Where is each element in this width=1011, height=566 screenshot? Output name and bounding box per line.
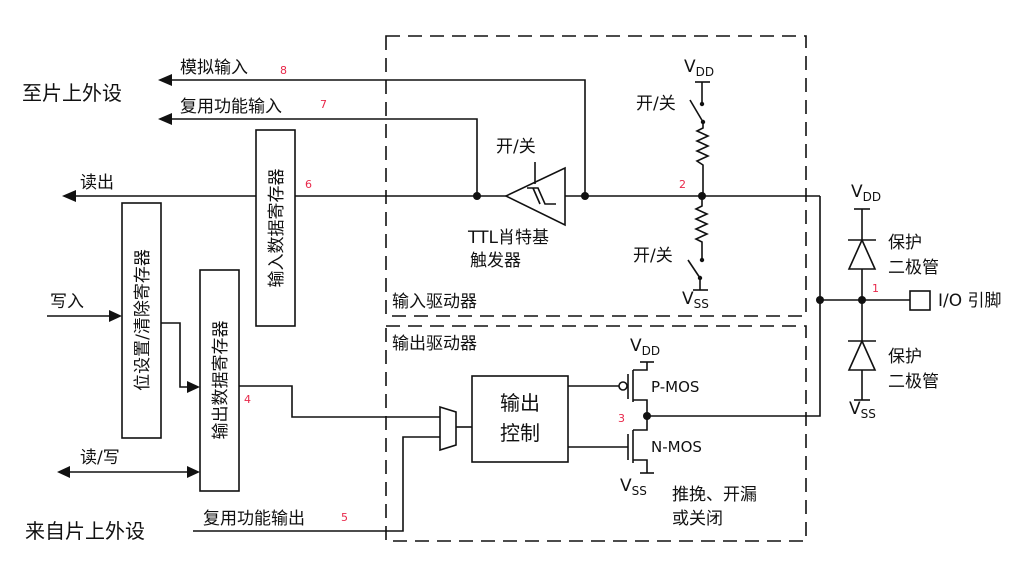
marker-6: 6 bbox=[305, 178, 312, 191]
ss-sub: SS bbox=[632, 484, 647, 498]
marker-7: 7 bbox=[320, 98, 327, 111]
output-data-register bbox=[199, 269, 240, 492]
read-write-label: 读/写 bbox=[80, 448, 120, 468]
arrow-right-icon bbox=[187, 466, 200, 478]
io-pin-pad[interactable] bbox=[909, 290, 931, 311]
analog-input-label: 模拟输入 bbox=[180, 58, 248, 78]
pulldown-switch bbox=[687, 259, 701, 279]
pmos-gate-bubble bbox=[618, 381, 628, 391]
protection-label-2: 二极管 bbox=[888, 258, 939, 278]
dd-sub: DD bbox=[696, 65, 714, 79]
output-control-label-1: 输出 bbox=[500, 391, 540, 415]
marker-4: 4 bbox=[244, 393, 251, 406]
output-control-block bbox=[471, 375, 569, 463]
read-out-label: 读出 bbox=[80, 173, 114, 193]
arrow-icon bbox=[109, 310, 122, 322]
v-text: V bbox=[851, 182, 863, 202]
alt-output-wire bbox=[193, 436, 440, 532]
input-driver-title: 输入驱动器 bbox=[392, 292, 477, 312]
dd-sub: DD bbox=[863, 190, 881, 204]
protection-label-2: 二极管 bbox=[888, 372, 939, 392]
set-reset-to-odr-wire bbox=[161, 322, 190, 388]
output-data-register-label: 输出数据寄存器 bbox=[211, 321, 231, 440]
output-driver-box bbox=[385, 325, 807, 542]
marker-1: 1 bbox=[872, 282, 879, 295]
switch-contact bbox=[699, 257, 705, 263]
alt-input-wire bbox=[170, 118, 478, 196]
output-driver-title: 输出驱动器 bbox=[392, 334, 477, 354]
to-peripheral-label: 至片上外设 bbox=[22, 81, 122, 105]
input-driver-box bbox=[385, 35, 807, 317]
hysteresis-icon bbox=[527, 187, 556, 205]
hysteresis-icon-part bbox=[532, 187, 541, 205]
pulldown-resistor bbox=[694, 196, 709, 260]
marker-3: 3 bbox=[618, 412, 625, 425]
arrow-icon bbox=[187, 381, 200, 393]
upper-protection-diode bbox=[847, 238, 877, 270]
vdd-label: VDD bbox=[851, 182, 881, 204]
vss-label: VSS bbox=[849, 399, 876, 421]
pulldown-switch-label: 开/关 bbox=[633, 246, 673, 266]
wire bbox=[633, 459, 648, 473]
odr-to-mux-wire bbox=[239, 385, 440, 418]
output-mode-label-2: 或关闭 bbox=[672, 509, 723, 529]
trigger-switch-label: 开/关 bbox=[496, 137, 536, 157]
vss-label: VSS bbox=[682, 289, 709, 311]
ss-sub: SS bbox=[861, 407, 876, 421]
nmos-label: N-MOS bbox=[651, 438, 702, 456]
pullup-switch-label: 开/关 bbox=[636, 94, 676, 114]
alt-output-label: 复用功能输出 bbox=[203, 509, 305, 529]
v-text: V bbox=[684, 57, 696, 77]
v-text: V bbox=[620, 476, 632, 496]
output-mode-label-1: 推挽、开漏 bbox=[672, 485, 757, 505]
marker-2: 2 bbox=[679, 178, 686, 191]
output-control-label-2: 控制 bbox=[500, 421, 540, 445]
input-data-register-label: 输入数据寄存器 bbox=[267, 169, 287, 288]
arrow-icon bbox=[158, 74, 172, 86]
trigger-label-1: TTL肖特基 bbox=[467, 228, 549, 248]
marker-5: 5 bbox=[341, 511, 348, 524]
from-peripheral-label: 来自片上外设 bbox=[25, 519, 145, 543]
pin-bus-wire bbox=[647, 196, 821, 417]
pmos-label: P-MOS bbox=[651, 378, 699, 396]
arrow-left-icon bbox=[57, 466, 70, 478]
arrow-icon bbox=[62, 190, 76, 202]
v-text: V bbox=[849, 399, 861, 419]
ss-sub: SS bbox=[694, 297, 709, 311]
io-pin-label: I/O 引脚 bbox=[938, 291, 1002, 311]
write-label: 写入 bbox=[50, 292, 84, 312]
wire bbox=[633, 362, 648, 371]
protection-label-1: 保护 bbox=[888, 233, 922, 253]
marker-8: 8 bbox=[280, 64, 287, 77]
analog-input-wire bbox=[170, 79, 586, 196]
vss-label: VSS bbox=[620, 476, 647, 498]
v-text: V bbox=[682, 289, 694, 309]
switch-contact bbox=[699, 101, 705, 107]
alt-input-label: 复用功能输入 bbox=[180, 97, 282, 117]
junction-dot bbox=[581, 192, 589, 200]
input-data-register bbox=[255, 129, 296, 327]
pullup-resistor bbox=[695, 122, 710, 196]
arrow-icon bbox=[158, 113, 172, 125]
vdd-label: VDD bbox=[684, 57, 714, 79]
pullup-switch bbox=[689, 99, 704, 123]
junction-dot bbox=[643, 412, 651, 420]
bit-set-reset-register-label: 位设置/清除寄存器 bbox=[133, 249, 153, 391]
vdd-label: VDD bbox=[630, 336, 660, 358]
junction-dot bbox=[473, 192, 481, 200]
bit-set-reset-register bbox=[121, 202, 162, 439]
dd-sub: DD bbox=[642, 344, 660, 358]
v-text: V bbox=[630, 336, 642, 356]
trigger-label-2: 触发器 bbox=[470, 251, 521, 271]
output-mux bbox=[439, 405, 457, 452]
junction-dot bbox=[816, 296, 824, 304]
protection-label-1: 保护 bbox=[888, 347, 922, 367]
lower-protection-diode bbox=[847, 339, 877, 371]
